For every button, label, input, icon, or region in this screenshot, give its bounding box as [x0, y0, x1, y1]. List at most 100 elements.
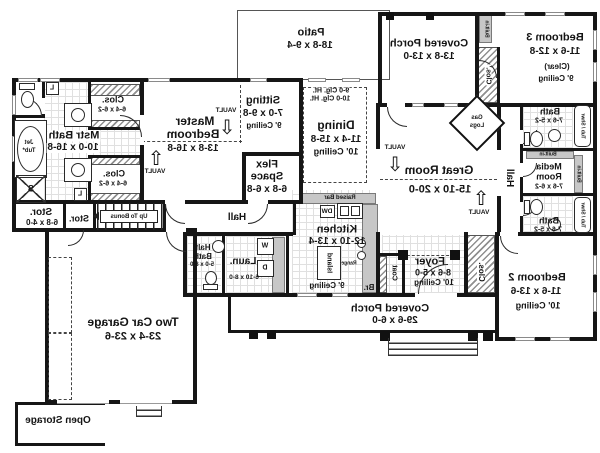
wall: [520, 148, 597, 151]
jet-tub-label2: Tub*: [22, 148, 36, 154]
island-label: Island: [325, 252, 333, 274]
wall: [495, 232, 499, 341]
linen-label: L: [77, 190, 83, 198]
bedroom2-label: Bedroom 2: [508, 271, 566, 284]
wall: [520, 193, 597, 196]
shower-label: S: [27, 183, 35, 194]
wall: [464, 232, 468, 294]
wall: [378, 253, 404, 256]
door-opening: [500, 232, 518, 236]
hall-center-label: Hall: [227, 212, 247, 223]
covered-porch-bottom-dims: 29-6 x 6-0: [372, 315, 418, 326]
kitchen-ceiling: 9' Ceiling: [309, 281, 345, 290]
wall: [286, 235, 289, 297]
door-opening: [520, 130, 523, 144]
closet-bottom-dims: 6-4 x 6-2: [98, 180, 128, 188]
window: [250, 78, 267, 82]
porch-post: [426, 12, 434, 20]
wall: [222, 235, 225, 297]
window: [308, 78, 326, 82]
window: [593, 30, 597, 50]
wall: [376, 232, 380, 294]
front-steps: [388, 338, 478, 356]
porch-column: [249, 330, 258, 339]
rear-steps: [136, 406, 162, 417]
sink: [71, 163, 85, 177]
window: [515, 337, 535, 341]
wall: [15, 402, 18, 446]
wall: [242, 152, 246, 204]
hall-right-label: Hall: [504, 168, 515, 188]
wall: [183, 232, 187, 297]
door-opening: [387, 103, 405, 107]
window: [593, 62, 597, 82]
wall: [183, 232, 293, 236]
window: [332, 293, 348, 297]
wall: [378, 12, 597, 16]
front-door-opening: [415, 293, 457, 297]
window: [12, 95, 16, 115]
open-storage-label: Open Storage: [25, 415, 91, 426]
wall: [495, 232, 597, 236]
window: [297, 293, 317, 297]
toilet-bowl: [530, 199, 543, 215]
wall: [378, 103, 500, 107]
wall: [12, 200, 303, 204]
bedroom2-ceiling: 10' Ceiling: [515, 300, 561, 311]
garage-label: Two Car Garage: [87, 315, 179, 329]
raised-bar-label: Raised Bar: [324, 195, 356, 201]
porch-column: [468, 331, 478, 341]
media-built-in-side: [574, 155, 583, 193]
patio-outline: [237, 10, 390, 80]
wall: [88, 155, 140, 158]
bedroom2-closet-label: Clos.: [477, 261, 486, 283]
window: [444, 103, 458, 107]
shower: [16, 175, 46, 203]
vault-up-arrow-icon: ⇧: [472, 186, 490, 210]
garage-door: [57, 400, 109, 404]
master-bedroom-dims: 13-8 x 16-8: [166, 143, 220, 154]
covered-porch-top-label: Covered Porch: [389, 37, 469, 50]
stairs-label-box: [100, 210, 158, 223]
foyer-open-boundary: [402, 255, 454, 257]
toilet-tank: [524, 132, 530, 146]
dishwasher-label: DW: [321, 207, 333, 215]
door-arc: [68, 230, 84, 246]
vault-note: VAULT: [144, 167, 166, 175]
foyer-dims: 8-6 x 5-0: [414, 267, 452, 278]
foyer-label: Foyer: [415, 255, 445, 268]
dining-dims: 11-4 x 15-8: [310, 134, 362, 145]
wall: [497, 47, 500, 103]
sitting-label: Sitting: [245, 94, 281, 107]
washer: [257, 238, 274, 255]
dryer-label: D: [262, 264, 268, 272]
vault-note: VAULT: [384, 143, 406, 151]
wall: [593, 12, 597, 341]
wall: [495, 337, 597, 341]
vault-note: VAULT: [215, 106, 237, 114]
dryer: [257, 260, 274, 277]
great-room-dims: 15-10 x 20-0: [408, 183, 472, 196]
bonus-outline: [48, 333, 72, 400]
door-opening: [140, 115, 144, 145]
storage2-label: Stor.: [68, 213, 90, 224]
half-bath-dims: 5-0 x 8-0: [189, 262, 215, 268]
bedroom3-built-in-label: Built-in: [483, 20, 490, 38]
wall: [88, 127, 140, 130]
toilet-tank: [19, 83, 35, 90]
mstr-bath-dims: 10-0 x 16-8: [46, 142, 100, 153]
toilet-bowl: [530, 131, 543, 147]
stairs-direction-icon: [93, 212, 99, 220]
garage-door: [120, 400, 172, 404]
bath-top-label: Bath: [540, 106, 560, 117]
wall: [475, 12, 479, 107]
jet-tub: [17, 126, 44, 172]
linen-cabinet: [74, 188, 87, 201]
door-arc: [248, 204, 268, 224]
kitchen-dims: 12-10 x 13-4: [308, 236, 366, 247]
vault-up-arrow-icon: ⇧: [147, 146, 165, 170]
wall: [140, 78, 144, 115]
bath-bottom-dims: 7-6 x 5-2: [533, 226, 563, 234]
door-opening: [497, 150, 501, 196]
